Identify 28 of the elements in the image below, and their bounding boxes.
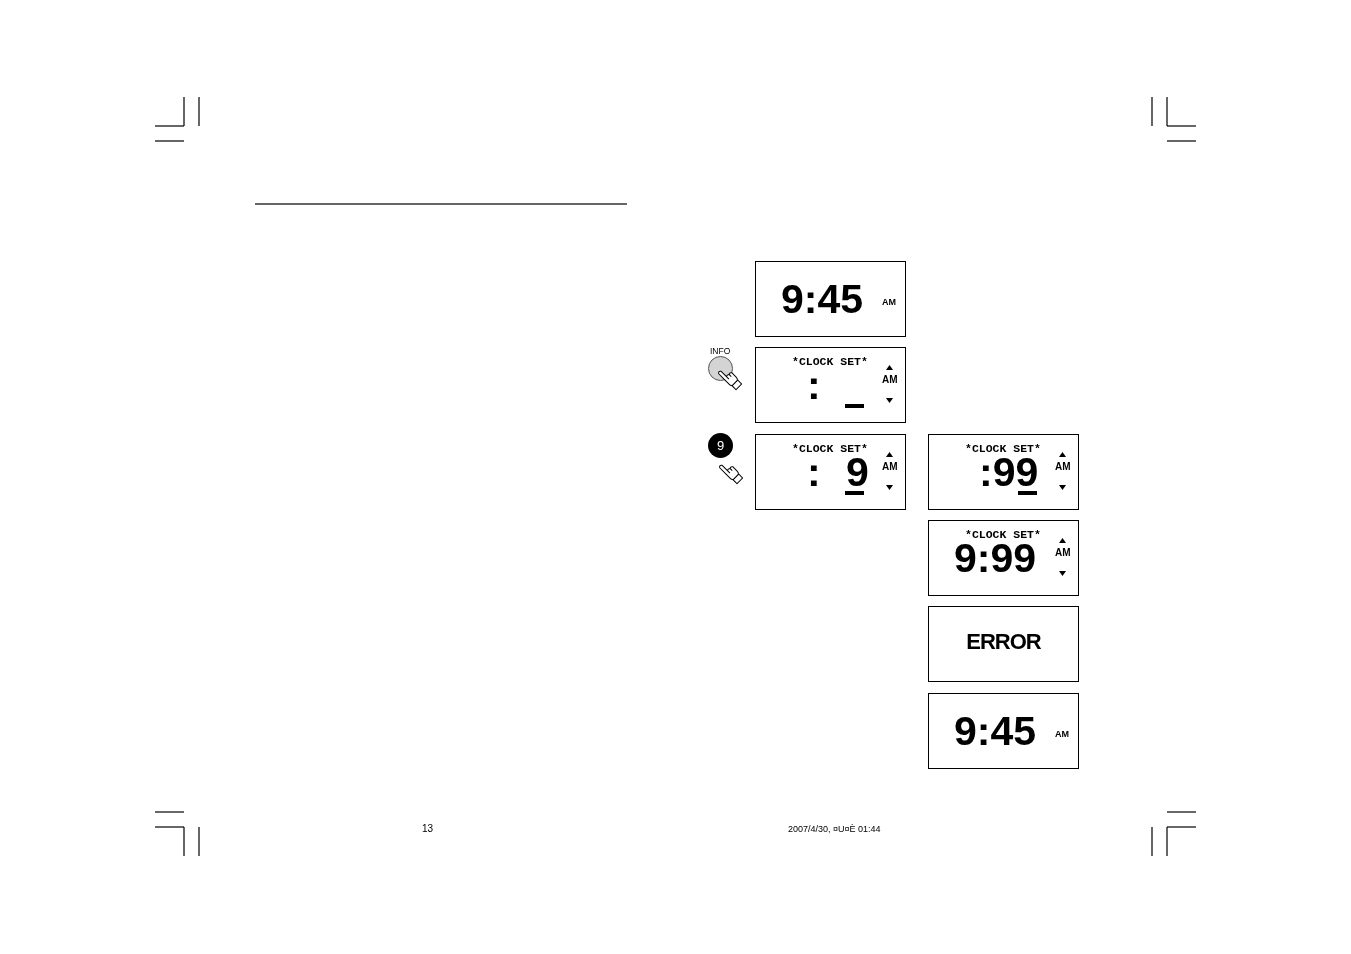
page-number: 13 bbox=[422, 824, 434, 834]
display-heading: *CLOCK SET* bbox=[792, 356, 868, 368]
lcd-display bbox=[755, 261, 906, 337]
lcd-display bbox=[928, 520, 1079, 596]
display-heading: *CLOCK SET* bbox=[965, 529, 1041, 541]
am-indicator: AM bbox=[882, 375, 898, 385]
am-indicator: AM bbox=[1055, 730, 1069, 739]
timestamp-text: 2007/4/30, ¤U¤È 01:44 bbox=[788, 825, 881, 834]
time-readout: : 9 bbox=[807, 456, 869, 489]
time-readout: :99 bbox=[979, 456, 1039, 489]
lcd-display bbox=[755, 434, 906, 510]
error-message: ERROR bbox=[966, 631, 1041, 653]
key-label: INFO bbox=[710, 347, 731, 356]
display-heading: *CLOCK SET* bbox=[792, 443, 868, 455]
time-readout: 9:45 bbox=[781, 283, 864, 316]
display-heading: *CLOCK SET* bbox=[965, 443, 1041, 455]
time-readout: : bbox=[807, 369, 821, 402]
number-key: 9 bbox=[708, 433, 733, 458]
lcd-display bbox=[755, 347, 906, 423]
am-indicator: AM bbox=[882, 462, 898, 472]
lcd-display bbox=[928, 693, 1079, 769]
am-indicator: AM bbox=[1055, 548, 1071, 558]
lcd-display bbox=[928, 606, 1079, 682]
lcd-display bbox=[928, 434, 1079, 510]
time-readout: 9:45 bbox=[954, 715, 1037, 748]
am-indicator: AM bbox=[882, 298, 896, 307]
am-indicator: AM bbox=[1055, 462, 1071, 472]
time-readout: 9:99 bbox=[954, 542, 1037, 575]
